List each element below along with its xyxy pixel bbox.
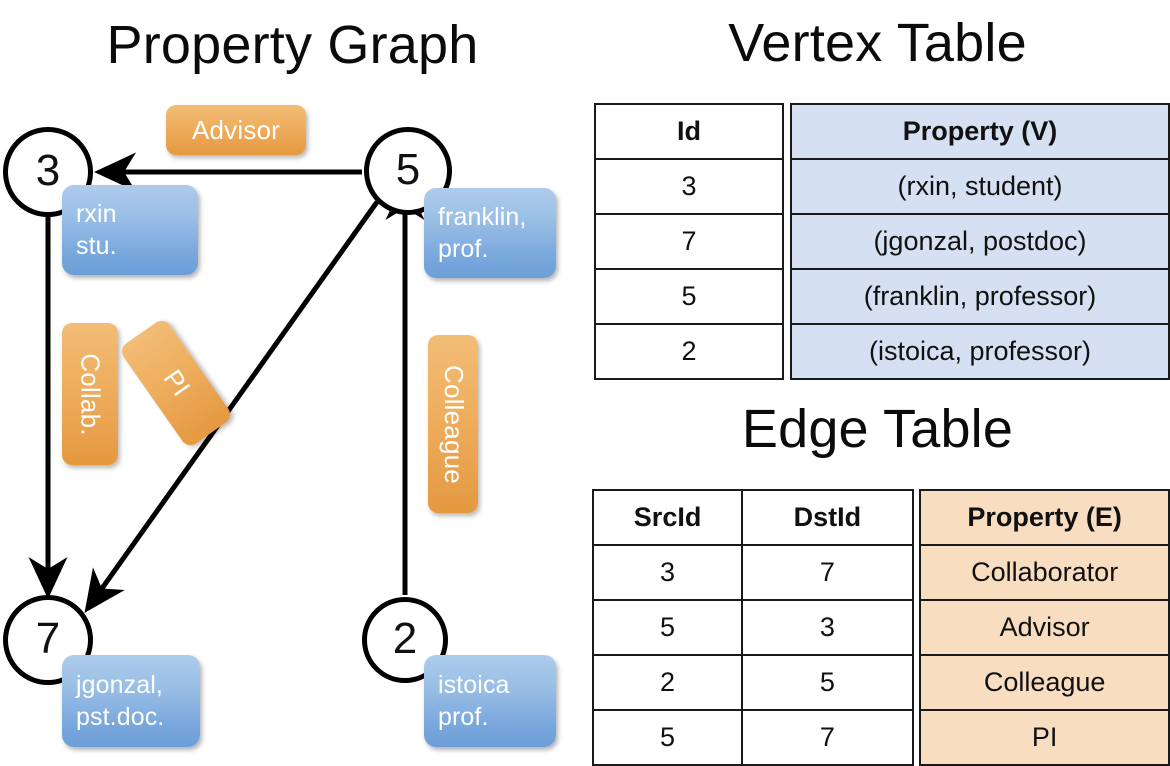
property-box-rxin-line2: stu.	[76, 232, 117, 260]
property-graph-diagram: 3 5 7 2 rxin stu. franklin, prof. jgonza…	[0, 80, 585, 760]
graph-node-3[interactable]: 3	[3, 127, 93, 217]
graph-node-3-label: 3	[35, 146, 61, 195]
graph-node-2-label: 2	[392, 614, 418, 663]
property-box-istoica-line2: prof.	[438, 703, 489, 731]
edge-cell-dstid: 7	[741, 709, 914, 766]
edge-table-column-gap	[912, 600, 921, 655]
edge-table-column-gap	[912, 710, 921, 765]
edge-table-header-property: Property (E)	[919, 489, 1170, 546]
property-box-istoica-line1: istoica	[438, 671, 510, 699]
edge-label-advisor-text: Advisor	[191, 114, 281, 145]
table-row: 5 3 Advisor	[591, 599, 1170, 656]
edge-cell-property: Advisor	[919, 599, 1170, 656]
vertex-table-column-gap	[783, 269, 791, 324]
edge-table-header-srcid: SrcId	[591, 489, 744, 546]
edge-label-colleague: Colleague	[428, 335, 478, 513]
table-row: 3 (rxin, student)	[594, 158, 1170, 215]
edge-cell-dstid: 5	[741, 654, 914, 711]
edge-table-header-row: SrcId DstId Property (E)	[591, 489, 1170, 546]
property-box-jgonzal: jgonzal, pst.doc.	[62, 655, 200, 747]
graph-node-5-label: 5	[395, 145, 421, 194]
graph-node-7-label: 7	[35, 614, 61, 663]
edge-label-colleague-text: Colleague	[438, 364, 469, 484]
property-box-franklin-line1: franklin,	[438, 203, 527, 231]
vertex-cell-id: 3	[594, 158, 784, 215]
edge-label-collab-text: Collab.	[75, 352, 106, 436]
property-box-istoica: istoica prof.	[424, 655, 556, 747]
edge-table-column-gap	[912, 490, 921, 545]
vertex-table-column-gap	[783, 324, 791, 379]
vertex-cell-property: (istoica, professor)	[790, 323, 1170, 380]
edge-cell-property: PI	[919, 709, 1170, 766]
property-box-jgonzal-line1: jgonzal,	[76, 671, 163, 699]
table-row: 2 (istoica, professor)	[594, 323, 1170, 380]
vertex-table-header-property: Property (V)	[790, 103, 1170, 160]
graph-edges-svg	[28, 152, 425, 613]
property-box-jgonzal-line2: pst.doc.	[76, 703, 165, 731]
page-title-edge-table: Edge Table	[741, 399, 1014, 459]
vertex-table: Id Property (V) 3 (rxin, student) 7 (jgo…	[594, 103, 1170, 380]
edge-cell-dstid: 3	[741, 599, 914, 656]
edge-label-pi-text: PI	[156, 363, 196, 402]
edge-cell-property: Collaborator	[919, 544, 1170, 601]
page-title-property-graph: Property Graph	[106, 15, 479, 75]
table-row: 2 5 Colleague	[591, 654, 1170, 711]
vertex-table-column-gap	[783, 214, 791, 269]
vertex-table-header-row: Id Property (V)	[594, 103, 1170, 160]
table-row: 5 7 PI	[591, 709, 1170, 766]
vertex-cell-property: (jgonzal, postdoc)	[790, 213, 1170, 270]
table-row: 5 (franklin, professor)	[594, 268, 1170, 325]
edge-cell-property: Colleague	[919, 654, 1170, 711]
property-box-rxin-line1: rxin	[76, 200, 117, 228]
vertex-table-column-gap	[783, 104, 791, 159]
edge-label-collab: Collab.	[62, 323, 118, 465]
vertex-cell-id: 7	[594, 213, 784, 270]
vertex-table-header-id: Id	[594, 103, 784, 160]
edge-cell-srcid: 3	[591, 544, 744, 601]
property-box-rxin: rxin stu.	[62, 185, 198, 275]
table-row: 3 7 Collaborator	[591, 544, 1170, 601]
vertex-cell-id: 5	[594, 268, 784, 325]
vertex-table-column-gap	[783, 159, 791, 214]
table-row: 7 (jgonzal, postdoc)	[594, 213, 1170, 270]
page-title-vertex-table: Vertex Table	[728, 13, 1027, 73]
edge-table: SrcId DstId Property (E) 3 7 Collaborato…	[591, 489, 1170, 766]
edge-table-column-gap	[912, 655, 921, 710]
property-box-franklin-line2: prof.	[438, 235, 489, 263]
edge-table-header-dstid: DstId	[741, 489, 914, 546]
edge-cell-dstid: 7	[741, 544, 914, 601]
vertex-cell-property: (rxin, student)	[790, 158, 1170, 215]
property-box-franklin: franklin, prof.	[424, 188, 556, 278]
edge-label-advisor: Advisor	[166, 105, 306, 155]
edge-cell-srcid: 5	[591, 709, 744, 766]
graph-node-5[interactable]: 5	[364, 127, 452, 215]
vertex-cell-property: (franklin, professor)	[790, 268, 1170, 325]
vertex-cell-id: 2	[594, 323, 784, 380]
edge-table-column-gap	[912, 545, 921, 600]
edge-cell-srcid: 2	[591, 654, 744, 711]
edge-cell-srcid: 5	[591, 599, 744, 656]
edge-line-pi	[84, 200, 380, 613]
